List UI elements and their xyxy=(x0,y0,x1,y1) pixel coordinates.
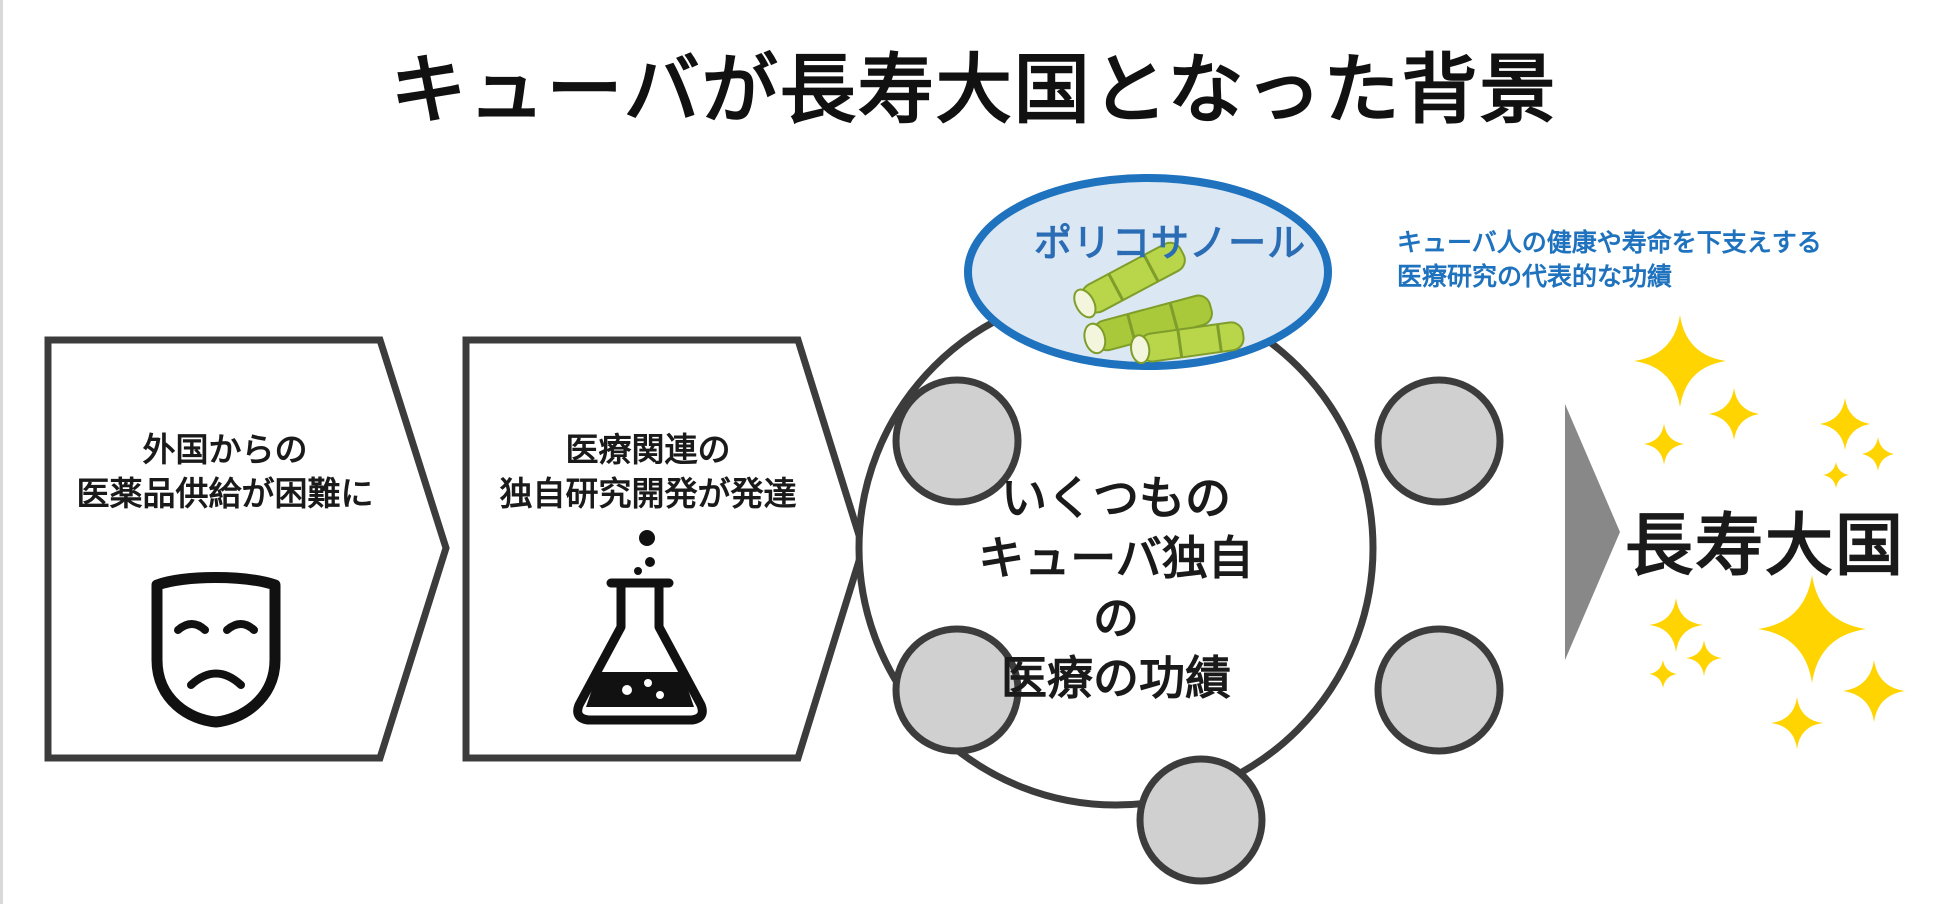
step-2-label: 医療関連の 独自研究開発が発達 xyxy=(499,430,797,513)
ring-node xyxy=(1136,755,1266,885)
highlight-label: ポリコサノール xyxy=(1033,221,1307,265)
center-label: いくつもの キューバ独自の 医療の功績 xyxy=(978,471,1254,705)
step-box-1 xyxy=(44,336,450,762)
sad-mask-icon xyxy=(151,572,281,728)
flask-icon xyxy=(573,530,707,725)
ring-node xyxy=(892,625,1022,755)
sugarcane-icon xyxy=(1073,241,1245,365)
result-arrow xyxy=(1565,404,1620,660)
ring-node xyxy=(1374,625,1504,755)
page-title: キューバが長寿大国となった背景 xyxy=(390,45,1558,134)
sparkles-icon xyxy=(1634,315,1905,749)
step-box-2 xyxy=(462,336,867,762)
highlight-note: キューバ人の健康や寿命を下支えする 医療研究の代表的な功績 xyxy=(1397,228,1822,291)
step-1-label: 外国からの 医薬品供給が困難に xyxy=(76,430,374,513)
ring-node xyxy=(892,376,1022,506)
ring-node xyxy=(1374,376,1504,506)
left-border xyxy=(0,0,3,904)
goal-label: 長寿大国 xyxy=(1625,507,1906,586)
